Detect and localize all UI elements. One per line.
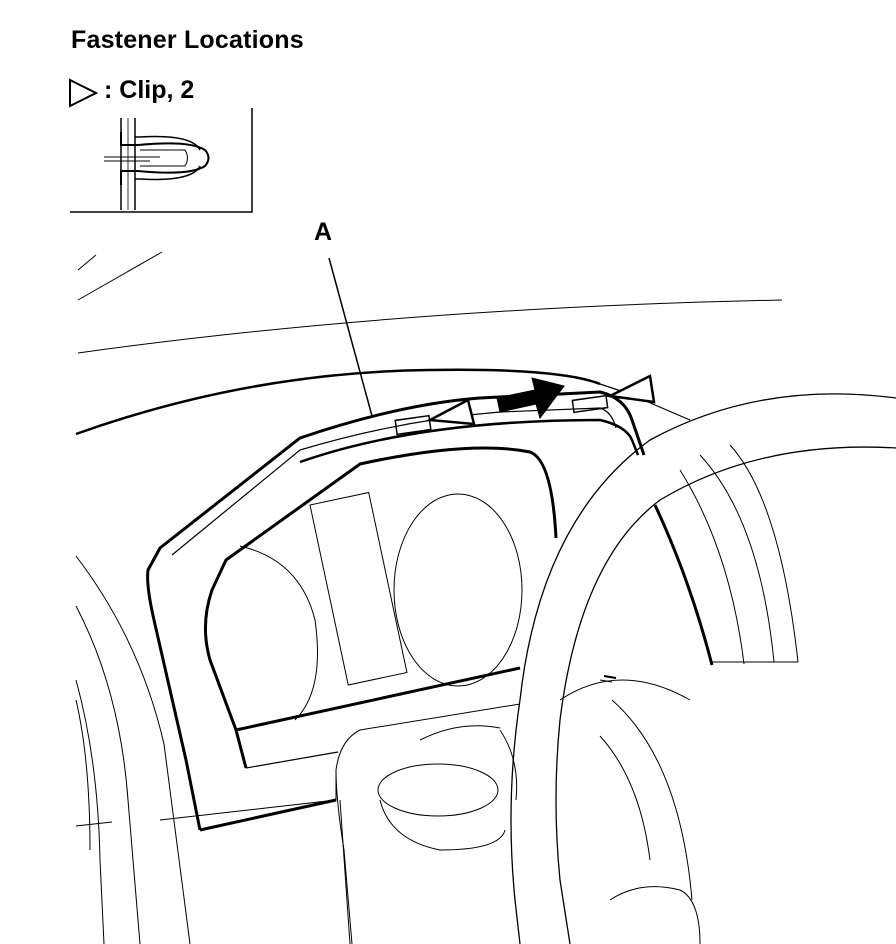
steering-wheel bbox=[510, 393, 896, 944]
direction-arrow bbox=[496, 377, 565, 420]
clip-markers bbox=[394, 374, 656, 436]
triangle-outline-icon bbox=[69, 78, 98, 108]
instrument-gauges bbox=[239, 491, 523, 721]
lower-dashboard bbox=[75, 555, 701, 944]
leader-line-a bbox=[328, 257, 373, 417]
legend-label: : Clip, 2 bbox=[104, 76, 195, 104]
clip-detail-inset bbox=[70, 108, 253, 213]
callout-label-a: A bbox=[314, 218, 333, 246]
windshield-lines bbox=[77, 251, 783, 354]
diagram-title: Fastener Locations bbox=[71, 26, 304, 54]
dashboard-top bbox=[75, 368, 691, 436]
